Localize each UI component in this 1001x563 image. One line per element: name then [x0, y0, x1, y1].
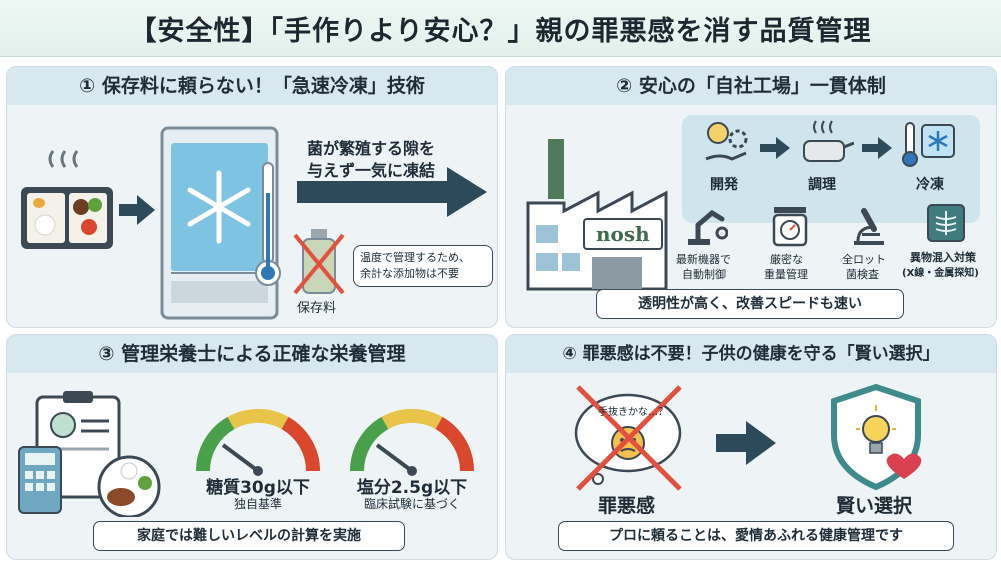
title-bar: 【安全性】「手作りより安心？」親の罪悪感を消す品質管理: [0, 0, 1001, 57]
feature-foreign-line1: 異物混入対策: [910, 251, 976, 264]
panel-nutrition-heading: ③ 管理栄養士による正確な栄養管理: [98, 343, 406, 365]
nutrition-footer-text: 家庭では難しいレベルの計算を実施: [137, 528, 361, 544]
clipboard-meal-icon: [18, 391, 161, 517]
guilt-thought-text: 手抜きかな…？: [598, 407, 668, 418]
panel-smart-choice-header: ④ 罪悪感は不要！子供の健康を守る「賢い選択」: [506, 335, 996, 373]
panel-smart-choice: ④ 罪悪感は不要！子供の健康を守る「賢い選択」 手抜きかな…？ 罪悪感 賢い選択…: [505, 334, 997, 560]
feature-bacteria-line2: 菌検査: [846, 268, 879, 281]
panel-freezing-header: ① 保存料に頼らない！「急速冷凍」技術: [7, 67, 497, 105]
additive-bubble-line2: 余計な添加物は不要: [360, 267, 459, 280]
freeze-caption-line1: 菌が繁殖する隙を: [307, 139, 436, 158]
additive-bubble: 温度で管理するため、 余計な添加物は不要: [353, 245, 493, 287]
guilt-thought-icon: [574, 385, 682, 491]
cooking-pot-icon: [803, 120, 854, 162]
panel-smart-choice-heading: ④ 罪悪感は不要！子供の健康を守る「賢い選択」: [562, 344, 940, 364]
salt-gauge-icon: [349, 408, 475, 476]
feature-automation-line2: 自動制御: [682, 268, 726, 281]
development-icon: [705, 122, 748, 161]
freeze-thermometer-icon: [902, 122, 955, 167]
factory-footer: 透明性が高く、改善スピードも速い: [596, 289, 904, 319]
xray-icon: [927, 204, 965, 242]
panel-freezing-heading: ① 保存料に頼らない！「急速冷凍」技術: [79, 75, 425, 97]
panel-factory-header: ② 安心の「自社工場」一貫体制: [506, 67, 996, 105]
bento-box-icon: [21, 150, 113, 249]
preservative-label: 保存料: [297, 301, 337, 316]
additive-bubble-line1: 温度で管理するため、: [360, 251, 470, 264]
weighing-scale-icon: [772, 207, 808, 247]
sugar-limit: 糖質30g以下: [206, 478, 310, 498]
page-title: 【安全性】「手作りより安心？」親の罪悪感を消す品質管理: [129, 16, 872, 47]
smart-choice-label: 賢い選択: [836, 495, 913, 517]
arrow-right-icon: [119, 195, 155, 225]
microscope-icon: [854, 208, 884, 245]
factory-footer-text: 透明性が高く、改善スピードも速い: [638, 296, 862, 312]
factory-icon: [526, 139, 668, 291]
flow-step-development: 開発: [710, 177, 738, 193]
smart-choice-footer: プロに頼ることは、愛情あふれる健康管理です: [558, 521, 954, 551]
factory-sign-text: nosh: [596, 222, 650, 246]
salt-limit-note: 臨床試験に基づく: [363, 497, 460, 511]
salt-limit: 塩分2.5g以下: [356, 478, 468, 498]
flow-step-cooking: 調理: [808, 177, 836, 193]
arrow-right-icon: [760, 137, 790, 159]
flow-step-freezing: 冷凍: [916, 177, 944, 193]
big-arrow-icon: [297, 167, 487, 217]
freeze-caption-line2: 与えず一気に凍結: [307, 161, 436, 180]
panel-nutrition: ③ 管理栄養士による正確な栄養管理 糖質30g以下 独自基準 塩分2.5g以下 …: [6, 334, 498, 560]
arrow-right-icon: [862, 137, 892, 159]
feature-weight-line1: 厳密な: [770, 253, 803, 266]
smart-choice-footer-text: プロに頼ることは、愛情あふれる健康管理です: [609, 528, 903, 544]
freezer-icon: [160, 126, 281, 320]
panel-freezing: ① 保存料に頼らない！「急速冷凍」技術 菌が繁殖する隙を 与えず一気に凍結: [6, 66, 498, 328]
shield-bulb-heart-icon: [831, 383, 922, 491]
arrow-right-icon: [716, 421, 776, 465]
guilt-label: 罪悪感: [598, 495, 656, 517]
panel-nutrition-header: ③ 管理栄養士による正確な栄養管理: [7, 335, 497, 373]
feature-foreign-line2: (X線・金属探知): [902, 268, 979, 279]
preservative-bottle-icon: [293, 229, 345, 295]
sugar-gauge-icon: [195, 408, 321, 476]
feature-weight-line2: 重量管理: [764, 268, 808, 281]
panel-factory-heading: ② 安心の「自社工場」一貫体制: [616, 75, 886, 97]
panel-factory: ② 安心の「自社工場」一貫体制 nosh 開発 調理 冷凍: [505, 66, 997, 328]
nutrition-footer: 家庭では難しいレベルの計算を実施: [93, 521, 405, 551]
feature-automation-line1: 最新機器で: [676, 253, 731, 266]
sugar-limit-note: 独自基準: [233, 497, 282, 511]
robot-arm-icon: [688, 209, 728, 245]
feature-bacteria-line1: 全ロット: [842, 253, 886, 266]
